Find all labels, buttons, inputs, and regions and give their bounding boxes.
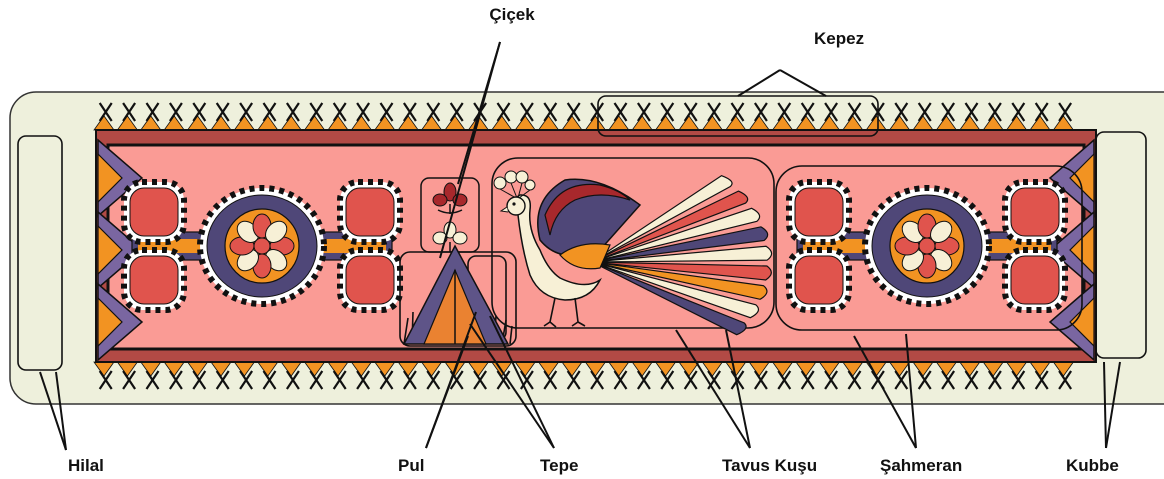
label-tepe: Tepe — [540, 456, 578, 475]
label-kubbe: Kubbe — [1066, 456, 1119, 475]
label-hilal: Hilal — [68, 456, 104, 475]
sahmeran-right — [789, 182, 1065, 310]
label-pul: Pul — [398, 456, 424, 475]
label-tavus-kusu: Tavus Kuşu — [722, 456, 817, 475]
sahmeran-left — [124, 182, 400, 310]
label-kepez: Kepez — [814, 29, 864, 48]
label-sahmeran: Şahmeran — [880, 456, 962, 475]
cicek-motif — [421, 178, 479, 252]
label-cicek: Çiçek — [489, 5, 535, 24]
